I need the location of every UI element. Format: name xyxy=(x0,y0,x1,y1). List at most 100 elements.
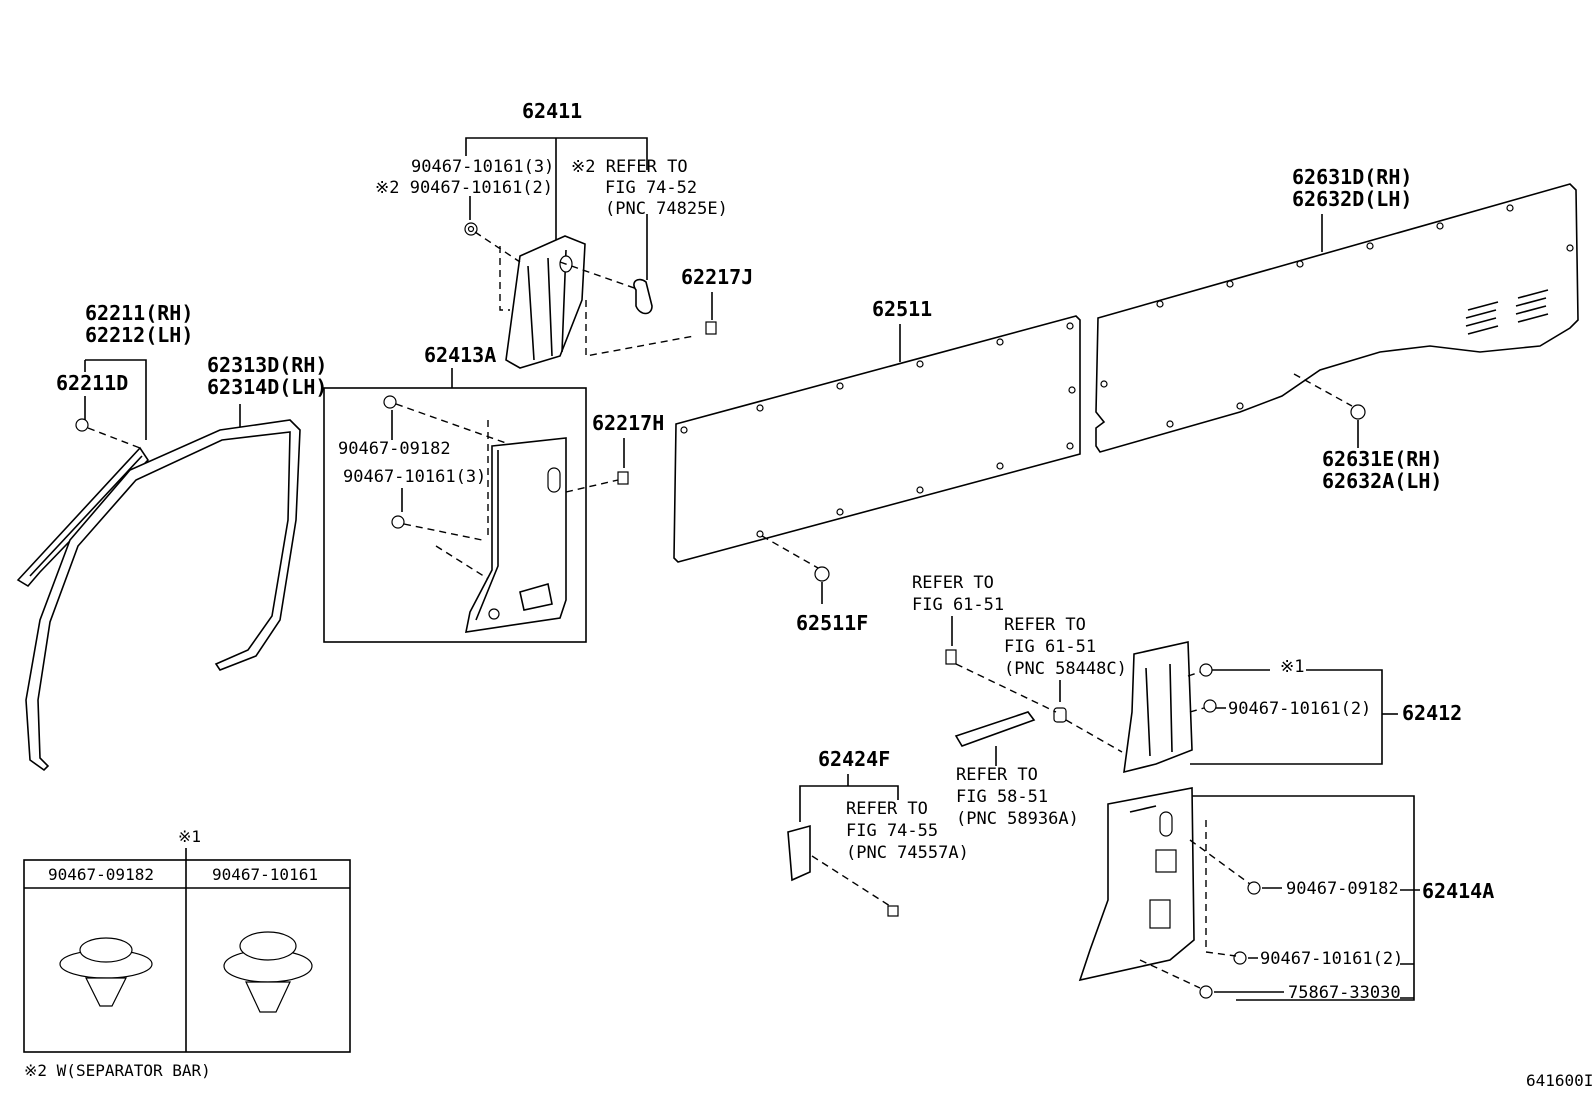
quarter-panel-62511[interactable] xyxy=(673,315,1081,563)
clip-62424F[interactable] xyxy=(787,824,811,882)
box-62413A xyxy=(323,387,587,643)
bracket-62414A xyxy=(1192,795,1420,1001)
pillar-trim-62411[interactable] xyxy=(505,235,586,369)
pillar-trim-62412[interactable] xyxy=(1123,641,1193,774)
pad-icon xyxy=(887,905,899,917)
bracket-62424F xyxy=(799,774,899,822)
label-62511F[interactable]: 62511F xyxy=(796,611,868,635)
label-refer-74-52-l2[interactable]: FIG 74-52 xyxy=(605,178,697,198)
trim-pocket xyxy=(1155,849,1177,873)
label-90467-10161-3-mid[interactable]: 90467-10161(3) xyxy=(343,467,486,487)
label-90467-10161-2-low[interactable]: 90467-10161(2) xyxy=(1260,949,1403,969)
clip-icon xyxy=(383,395,397,409)
clip-icon xyxy=(391,515,405,529)
trim-pocket xyxy=(1149,899,1171,929)
label-90467-10161-2-right[interactable]: 90467-10161(2) xyxy=(1228,699,1371,719)
label-62424F[interactable]: 62424F xyxy=(818,747,890,771)
clip-icon xyxy=(1199,663,1213,677)
panel-holes xyxy=(680,322,1076,538)
quarter-panel-62631D[interactable] xyxy=(1095,183,1579,453)
label-62211-rh[interactable]: 62211(RH) xyxy=(85,301,193,325)
legend-table xyxy=(23,859,351,1053)
group-62511: 62511 62511F xyxy=(673,297,1081,635)
label-62631D-rh[interactable]: 62631D(RH) xyxy=(1292,165,1412,189)
ticks-62414A xyxy=(1400,889,1414,999)
anchor-bracket[interactable] xyxy=(954,711,1036,747)
clip-icon xyxy=(464,222,478,236)
label-refer-74-52-l3[interactable]: (PNC 74825E) xyxy=(605,199,728,219)
screw-icon xyxy=(1199,985,1213,999)
label-62511[interactable]: 62511 xyxy=(872,297,932,321)
label-refer-74-52-l1[interactable]: ※2 REFER TO xyxy=(571,157,688,177)
label-62211D[interactable]: 62211D xyxy=(56,371,128,395)
label-62212-lh[interactable]: 62212(LH) xyxy=(85,323,193,347)
label-62412[interactable]: 62412 xyxy=(1402,701,1462,725)
label-refer-74-55-l3[interactable]: (PNC 74557A) xyxy=(846,843,969,863)
leader-62411-clips xyxy=(469,196,648,280)
dash-62411 xyxy=(474,231,695,357)
legend-col1: 90467-09182 xyxy=(48,865,154,884)
pillar-trim-62412-ribs xyxy=(1145,663,1173,757)
trim-slot xyxy=(1159,811,1173,837)
dash-refer-lower xyxy=(955,663,1123,753)
label-refer-61-51-l2[interactable]: FIG 61-51 xyxy=(912,595,1004,615)
label-62314D-lh[interactable]: 62314D(LH) xyxy=(207,375,327,399)
label-90467-10161-2-top[interactable]: ※2 90467-10161(2) xyxy=(375,178,553,198)
label-refer-58-51-l1[interactable]: REFER TO xyxy=(956,765,1038,785)
label-62217J[interactable]: 62217J xyxy=(681,265,753,289)
label-refer-61-51-pnc-l1[interactable]: REFER TO xyxy=(1004,615,1086,635)
leaders-62414A xyxy=(1214,887,1284,993)
seat-belt-guide[interactable] xyxy=(633,278,653,315)
label-62414A[interactable]: 62414A xyxy=(1422,879,1494,903)
label-62631E-rh[interactable]: 62631E(RH) xyxy=(1322,447,1442,471)
label-90467-09182-mid[interactable]: 90467-09182 xyxy=(338,439,451,459)
panel-holes xyxy=(1100,204,1574,428)
vent-grille xyxy=(1465,289,1549,335)
dash-62511F xyxy=(761,535,819,569)
door-opening-weatherstrip[interactable] xyxy=(25,419,301,772)
clip-icon xyxy=(75,418,89,432)
a-pillar-edge xyxy=(29,455,143,577)
label-62632A-lh[interactable]: 62632A(LH) xyxy=(1322,469,1442,493)
label-62217H[interactable]: 62217H xyxy=(592,411,664,435)
label-62632D-lh[interactable]: 62632D(LH) xyxy=(1292,187,1412,211)
label-refer-74-55-l1[interactable]: REFER TO xyxy=(846,799,928,819)
clip-legend: ※1 90467-09182 90467-10161 xyxy=(23,827,351,1053)
dash-62412 xyxy=(1187,671,1205,713)
a-pillar-garnish[interactable] xyxy=(16,446,150,588)
group-62414A: 90467-09182 90467-10161(2) 75867-33030 6… xyxy=(1078,787,1494,1003)
label-62313D-rh[interactable]: 62313D(RH) xyxy=(207,353,327,377)
label-note1-right[interactable]: ※1 xyxy=(1280,657,1304,677)
label-90467-10161-3-top[interactable]: 90467-10161(3) xyxy=(411,157,554,177)
clip-icon xyxy=(1203,699,1217,713)
label-refer-58-51-l3[interactable]: (PNC 58936A) xyxy=(956,809,1079,829)
label-refer-61-51-pnc-l2[interactable]: FIG 61-51 xyxy=(1004,637,1096,657)
label-62411[interactable]: 62411 xyxy=(522,99,582,123)
label-refer-61-51-l1[interactable]: REFER TO xyxy=(912,573,994,593)
dash-62424F xyxy=(811,855,891,907)
screw-icon xyxy=(617,471,629,485)
label-90467-09182-right[interactable]: 90467-09182 xyxy=(1286,879,1399,899)
leaders-62413A xyxy=(391,410,403,512)
label-refer-61-51-pnc-l3[interactable]: (PNC 58448C) xyxy=(1004,659,1127,679)
pillar-hole xyxy=(488,608,500,620)
label-75867-33030[interactable]: 75867-33030 xyxy=(1288,983,1401,1003)
quarter-trim-62414A[interactable] xyxy=(1078,787,1195,982)
legend-col2: 90467-10161 xyxy=(212,865,318,884)
bolt-icon xyxy=(945,649,957,665)
label-62413A[interactable]: 62413A xyxy=(424,343,496,367)
group-62413A: 62413A 90467-09182 90467-10161(3) 62217H xyxy=(323,343,664,643)
dash-62414A xyxy=(1139,820,1251,989)
bracket-62211 xyxy=(84,359,147,440)
pillar-pocket xyxy=(519,582,553,611)
screw-icon xyxy=(705,321,717,335)
legend-note: ※1 xyxy=(178,827,201,846)
clip-10161-icon xyxy=(223,931,313,1013)
clip-icon xyxy=(1350,404,1366,420)
label-refer-58-51-l2[interactable]: FIG 58-51 xyxy=(956,787,1048,807)
clip-icon xyxy=(814,566,830,582)
label-refer-74-55-l2[interactable]: FIG 74-55 xyxy=(846,821,938,841)
nut-icon xyxy=(1053,707,1067,723)
clip-09182-icon xyxy=(59,937,153,1007)
